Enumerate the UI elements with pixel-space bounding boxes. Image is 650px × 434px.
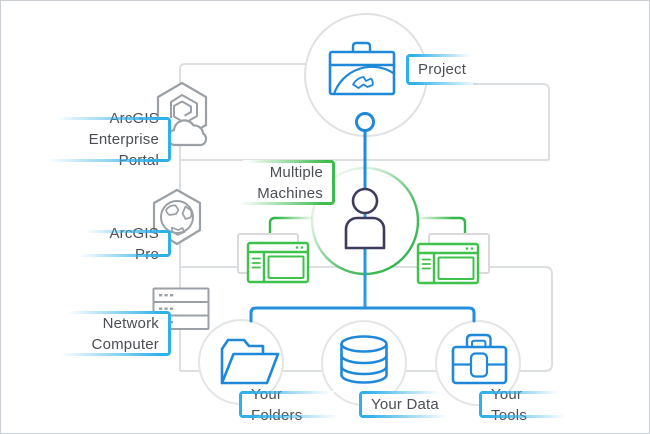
- label-project: Project: [406, 54, 485, 85]
- label-text: Multiple: [269, 163, 323, 181]
- label-arcgis-enterprise-portal: ArcGIS Enterprise Portal: [37, 110, 171, 169]
- briefcase-globe-icon: [328, 41, 396, 96]
- label-text: ArcGIS Enterprise: [88, 110, 159, 148]
- label-text: Portal: [118, 152, 159, 169]
- label-multiple-machines: Multiple Machines: [231, 160, 335, 205]
- label-text: Computer: [91, 335, 159, 353]
- label-text: Network: [102, 314, 159, 332]
- bottom-branch-line: [249, 306, 476, 323]
- app-window-left-icon: [246, 241, 310, 284]
- label-text: Your Tools: [491, 385, 528, 424]
- label-text: Your Data: [371, 396, 439, 413]
- machine-right-corner: [459, 216, 467, 243]
- label-text: Your Folders: [251, 385, 303, 424]
- label-network-computer: Network Computer: [51, 311, 171, 356]
- label-text: Machines: [257, 184, 323, 202]
- bracket-bottom-line: [362, 415, 455, 418]
- app-window-right-icon: [416, 242, 480, 285]
- label-text: Project: [418, 61, 467, 78]
- connector-bottom-rect: [180, 266, 553, 372]
- label-arcgis-pro: ArcGIS Pro: [71, 225, 171, 263]
- label-your-data: Your Data: [359, 391, 455, 418]
- bracket-top-line: [409, 54, 477, 57]
- connection-node: [355, 112, 375, 132]
- label-your-folders: Your Folders: [239, 386, 346, 424]
- label-text: ArcGIS Pro: [109, 224, 159, 263]
- open-folder-icon: [220, 338, 280, 385]
- person-icon: [344, 187, 386, 250]
- database-cylinder-icon: [340, 335, 388, 384]
- connector-topright: [415, 83, 550, 160]
- connector-topleft: [179, 63, 333, 371]
- green-connector-lines: [268, 216, 467, 243]
- toolbox-icon: [451, 333, 508, 385]
- machine-left-corner: [268, 216, 276, 242]
- label-your-tools: Your Tools: [479, 386, 573, 424]
